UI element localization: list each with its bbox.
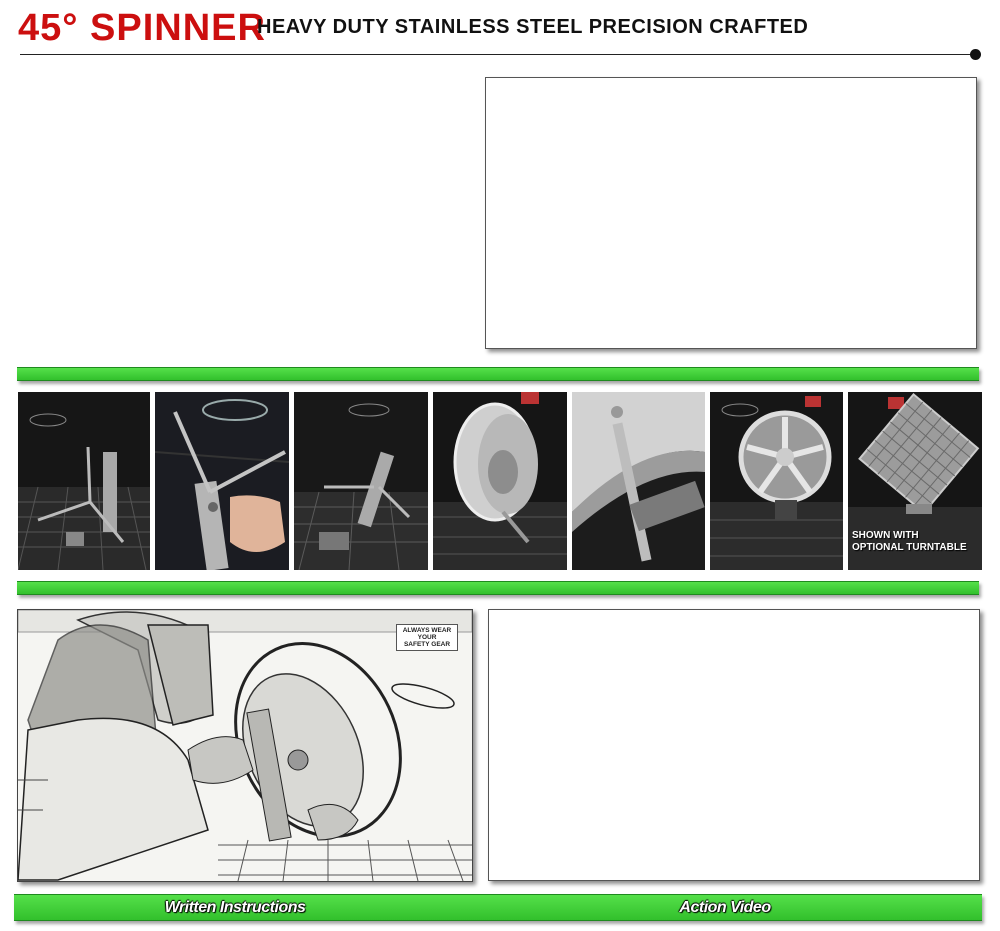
divider-end-dot <box>970 49 981 60</box>
worker-sketch-image <box>18 610 472 881</box>
page-subtitle: HEAVY DUTY STAINLESS STEEL PRECISION CRA… <box>257 16 809 38</box>
turntable-caption-line1: SHOWN WITH <box>852 530 919 541</box>
written-instructions-button[interactable]: Written Instructions <box>164 899 306 916</box>
green-action-bar <box>14 894 982 921</box>
green-divider-bar-top <box>17 367 979 381</box>
sign-line1: ALWAYS WEAR <box>402 627 452 634</box>
turntable-caption: SHOWN WITH OPTIONAL TURNTABLE <box>852 530 967 554</box>
chrome-wheel-photo <box>710 392 843 570</box>
green-divider-bar-middle <box>17 581 979 595</box>
spinner-turntable-photo <box>848 392 982 570</box>
product-thumbnail-6[interactable] <box>710 392 843 570</box>
product-thumbnail-7[interactable]: SHOWN WITH OPTIONAL TURNTABLE <box>848 392 982 570</box>
spinner-closeup-photo <box>572 392 705 570</box>
safety-gear-sign: ALWAYS WEAR YOUR SAFETY GEAR <box>396 624 458 651</box>
product-thumbnail-5[interactable] <box>572 392 705 570</box>
spinner-stand-photo <box>18 392 150 570</box>
action-video-button[interactable]: Action Video <box>679 899 771 916</box>
product-thumbnail-4[interactable] <box>433 392 567 570</box>
header-divider <box>20 54 975 55</box>
sign-line2: YOUR <box>417 634 437 641</box>
spinner-folded-photo <box>294 392 428 570</box>
product-thumbnail-3[interactable] <box>294 392 428 570</box>
product-thumbnail-1[interactable] <box>18 392 150 570</box>
product-thumbnail-2[interactable] <box>155 392 289 570</box>
video-panel <box>488 609 980 881</box>
page-title: 45° SPINNER <box>18 7 266 49</box>
sign-line3: SAFETY GEAR <box>403 641 451 648</box>
spinner-adjust-photo <box>155 392 289 570</box>
wheel-on-spinner-photo <box>433 392 567 570</box>
turntable-caption-line2: OPTIONAL TURNTABLE <box>852 542 967 553</box>
instructions-illustration[interactable]: ALWAYS WEAR YOUR SAFETY GEAR <box>17 609 473 882</box>
media-panel-top <box>485 77 977 349</box>
